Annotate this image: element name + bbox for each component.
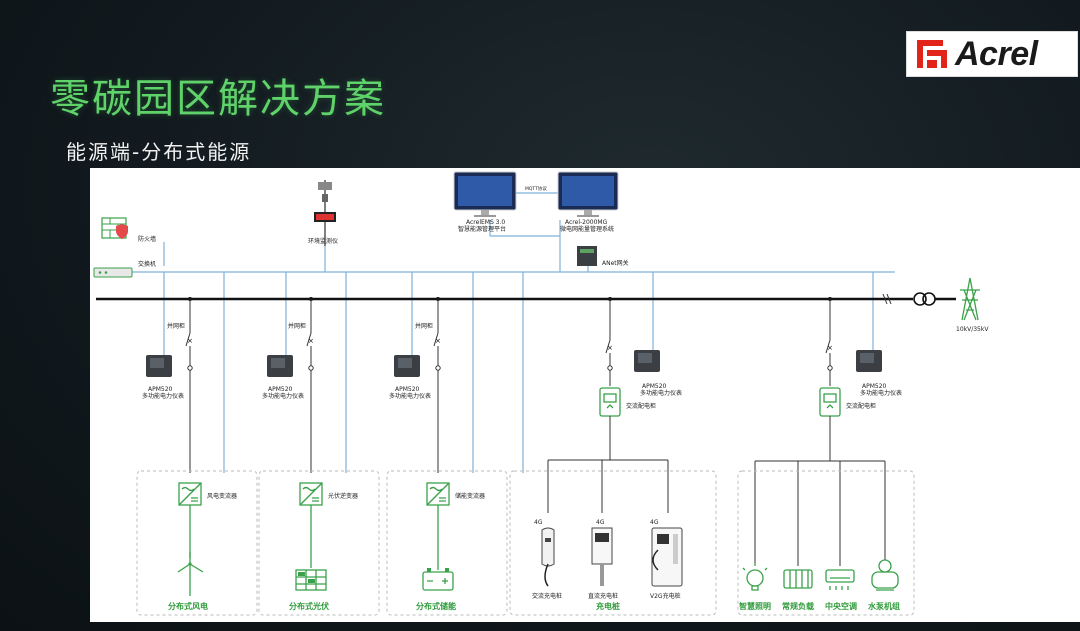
pv-meter-model: APM520 <box>268 386 293 393</box>
charging-label: 充电桩 <box>596 601 620 611</box>
pv-meter-desc: 多功能电力仪表 <box>262 392 304 400</box>
mg-name-label: Acrel-2000MG <box>565 219 608 226</box>
storage-inverter-label: 储能变流器 <box>455 492 485 500</box>
battery-icon <box>422 568 454 591</box>
storage-inverter-icon <box>426 482 450 506</box>
v2g-pile-icon <box>651 527 683 587</box>
ac-pile-label: 交流充电桩 <box>532 592 562 600</box>
wind-inverter-icon <box>178 482 202 506</box>
wind-meter-model: APM520 <box>148 386 173 393</box>
grid-voltage-label: 10kV/35kV <box>956 326 989 333</box>
lighting-label: 智慧照明 <box>739 601 771 611</box>
mqtt-label: MQTT协议 <box>525 185 547 192</box>
svg-text:×: × <box>308 337 314 345</box>
acrel-logo-text: Acrel <box>955 34 1038 73</box>
branch-loads: × APM520 多功能电力仪表 交流配电柜 <box>754 297 902 566</box>
branch-wind: × 并网柜 APM520 多功能电力仪表 <box>142 297 193 473</box>
svg-text:×: × <box>827 344 833 352</box>
branch-charging: × APM520 多功能电力仪表 交流配电柜 <box>547 297 682 513</box>
svg-text:×: × <box>607 344 613 352</box>
firewall-label: 防火墙 <box>138 235 156 243</box>
ems-monitor-icon <box>453 171 517 217</box>
gateway-icon <box>577 246 597 266</box>
charging-ac-cabinet-label: 交流配电柜 <box>626 402 656 410</box>
v2g-pile-signal: 4G <box>650 519 659 526</box>
transformer-icon <box>913 292 936 306</box>
wind-label: 分布式风电 <box>168 601 208 611</box>
firewall-icon <box>101 217 128 239</box>
loads-meter-desc: 多功能电力仪表 <box>860 389 902 397</box>
charging-ac-cabinet-icon <box>599 387 621 417</box>
loads-group-box <box>737 470 915 616</box>
pv-grid-cabinet-label: 并网柜 <box>288 322 306 330</box>
storage-grid-cabinet-label: 并网柜 <box>415 322 433 330</box>
charging-group-box <box>509 470 717 616</box>
slide-subtitle: 能源端-分布式能源 <box>66 140 252 164</box>
hvac-label: 中央空调 <box>825 601 857 611</box>
regular-load-icon <box>783 569 813 589</box>
acrel-logo-icon <box>917 40 947 68</box>
env-monitor-label: 环境监测仪 <box>308 237 338 245</box>
mg-desc-label: 微电网能量管理系统 <box>560 225 614 233</box>
branch-pv: × 并网柜 APM520 多功能电力仪表 <box>262 297 314 473</box>
pump-icon <box>871 559 899 591</box>
energy-diagram: 10kV/35kV 防火墙 交换机 环境监测仪 AcrelEMS 3.0 智慧能… <box>93 171 989 616</box>
pv-group-box <box>258 470 380 616</box>
pv-meter-icon <box>267 355 293 377</box>
power-tower-icon <box>960 277 980 321</box>
wind-group-box <box>136 470 258 616</box>
wind-meter-icon <box>146 355 172 377</box>
regular-load-label: 常规负载 <box>782 601 814 611</box>
diagram-panel: 10kV/35kV 防火墙 交换机 环境监测仪 AcrelEMS 3.0 智慧能… <box>90 168 1080 622</box>
switch-label: 交换机 <box>138 260 156 268</box>
storage-meter-model: APM520 <box>395 386 420 393</box>
loads-ac-cabinet-icon <box>819 387 841 417</box>
ac-pile-signal: 4G <box>534 519 543 526</box>
acrel-logo: Acrel <box>906 31 1078 77</box>
wind-meter-desc: 多功能电力仪表 <box>142 392 184 400</box>
svg-text:×: × <box>187 337 193 345</box>
wind-inverter-label: 风电变流器 <box>207 492 237 500</box>
wind-grid-cabinet-label: 并网柜 <box>167 322 185 330</box>
ems-desc-label: 智慧能源管理平台 <box>458 225 506 233</box>
wind-turbine-icon <box>177 552 204 596</box>
pv-label: 分布式光伏 <box>289 601 329 611</box>
solar-panel-icon <box>295 569 327 591</box>
pv-inverter-icon <box>299 482 323 506</box>
dc-pile-label: 直流充电桩 <box>588 592 618 600</box>
storage-meter-desc: 多功能电力仪表 <box>389 392 431 400</box>
ems-name-label: AcrelEMS 3.0 <box>466 219 505 226</box>
loads-ac-cabinet-label: 交流配电柜 <box>846 402 876 410</box>
v2g-pile-label: V2G充电桩 <box>650 592 681 600</box>
svg-text:×: × <box>435 337 441 345</box>
env-monitor-icon <box>314 180 336 246</box>
charging-meter-desc: 多功能电力仪表 <box>640 389 682 397</box>
storage-label: 分布式储能 <box>416 601 456 611</box>
pump-label: 水泵机组 <box>867 601 900 611</box>
charging-meter-model: APM520 <box>642 383 667 390</box>
hvac-icon <box>825 569 855 590</box>
dc-pile-signal: 4G <box>596 519 605 526</box>
pv-inverter-label: 光伏逆变器 <box>328 492 358 500</box>
branch-storage: × 并网柜 APM520 多功能电力仪表 <box>389 297 441 473</box>
switch-icon <box>93 267 133 278</box>
slide-title: 零碳园区解决方案 <box>50 76 386 122</box>
loads-meter-icon <box>856 350 882 372</box>
loads-meter-model: APM520 <box>862 383 887 390</box>
mg-monitor-icon <box>557 171 619 217</box>
dc-pile-icon <box>591 527 613 586</box>
lighting-icon <box>742 563 768 591</box>
ac-pile-icon <box>541 527 555 587</box>
charging-meter-icon <box>634 350 660 372</box>
storage-group-box <box>386 470 508 616</box>
storage-meter-icon <box>394 355 420 377</box>
gateway-label: ANet网关 <box>602 259 629 267</box>
